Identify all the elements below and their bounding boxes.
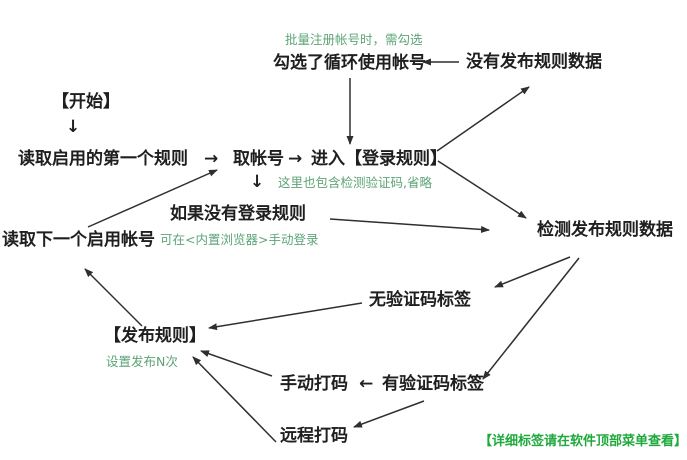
arrow-no-captcha-to-publish-rule (208, 302, 363, 331)
node-remote-code: 远程打码 (280, 426, 348, 446)
right-arrow-icon: → (204, 149, 219, 169)
arrow-remote-code-to-publish-rule (192, 356, 277, 443)
note-login-captcha: 这里也包含检测验证码,省略 (278, 175, 432, 190)
node-publish-rule: 【发布规则】 (104, 326, 206, 346)
note-builtin-browser: 可在<内置浏览器>手动登录 (160, 232, 319, 247)
arrow-login-rule-to-no-publish (436, 86, 530, 152)
node-start: 【开始】 (52, 92, 120, 112)
node-has-captcha-tag: 有验证码标签 (382, 374, 484, 394)
node-take-account: 取帐号 (233, 149, 284, 169)
arrow-check-publish-to-no-captcha (494, 256, 571, 288)
node-check-publish-data: 检测发布规则数据 (537, 220, 673, 240)
node-checked-cycle-account: 勾选了循环使用帐号 (273, 53, 426, 73)
node-enter-login-rule: 进入【登录规则】 (311, 149, 447, 169)
down-arrow-icon-2: ↓ (250, 172, 265, 192)
node-no-captcha-tag: 无验证码标签 (369, 290, 471, 310)
node-read-next-account: 读取下一个启用帐号 (2, 230, 155, 250)
left-arrow-icon: ← (359, 374, 374, 394)
arrow-login-rule-to-check-publish (437, 160, 527, 219)
arrow-manual-code-to-publish-rule (200, 350, 273, 377)
note-footer-menu: 【详细标签请在软件顶部菜单查看】 (479, 434, 687, 449)
node-read-first-rule: 读取启用的第一个规则 (18, 149, 188, 169)
arrow-check-publish-to-has-captcha (482, 257, 580, 380)
node-no-login-rule: 如果没有登录规则 (170, 204, 306, 224)
note-batch-register: 批量注册帐号时，需勾选 (285, 32, 423, 47)
node-no-publish-data: 没有发布规则数据 (466, 52, 602, 72)
arrow-has-captcha-to-remote-code (353, 400, 425, 428)
arrow-no-login-to-check-publish (329, 218, 490, 233)
right-arrow-icon-2: → (288, 149, 303, 169)
node-manual-code: 手动打码 (280, 374, 348, 394)
down-arrow-icon: ↓ (66, 117, 81, 137)
note-publish-n-times: 设置发布N次 (106, 354, 178, 369)
arrow-publish-rule-to-read-next (84, 268, 143, 327)
